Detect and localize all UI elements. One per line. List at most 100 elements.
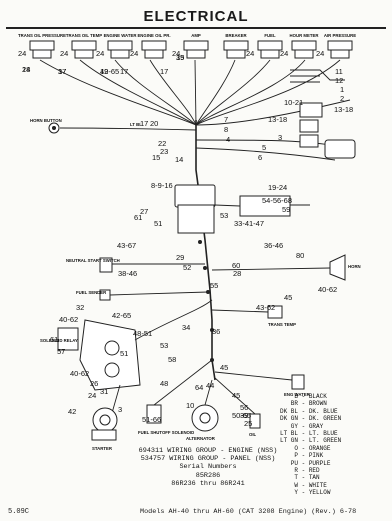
battery-relay-box	[79, 299, 213, 431]
legend-code: LT BL -	[280, 430, 309, 438]
wire-callout: 39	[240, 411, 248, 420]
gauge-terminal	[144, 49, 164, 59]
oil-label: OIL	[249, 432, 257, 437]
note-line: 86R236 thru 86R241	[171, 479, 245, 488]
legend-entry: R - RED	[280, 467, 341, 474]
gauge-callout: 24	[60, 49, 68, 58]
fuel-sender: FUEL SENDER	[76, 289, 209, 301]
gauge-terminal	[260, 49, 280, 59]
legend-color: LT. BLUE	[308, 430, 338, 438]
wire-callout: 51-66	[142, 415, 161, 424]
wire-callout: 10-21	[284, 98, 303, 107]
legend-color: BLACK	[308, 393, 327, 400]
note-line: 694311 WIRING GROUP - ENGINE (NSS)	[138, 447, 278, 455]
starter: STARTER	[91, 407, 118, 451]
legend-color: BROWN	[308, 400, 327, 408]
gauge-label: ENGINE OIL PR.	[137, 33, 170, 38]
wire-callout: 53	[160, 341, 168, 350]
legend-color: WHITE	[308, 481, 327, 489]
wire-callout: 17	[140, 119, 148, 128]
gauge-label: TRANS OIL TEMP	[66, 33, 102, 38]
wire-callout: 55	[210, 281, 218, 290]
wire-callout: 40-62	[70, 369, 89, 378]
wire-callout: 45	[232, 391, 240, 400]
wire-callout: 40-62	[59, 315, 78, 324]
trans-temp-label: TRANS TEMP	[268, 322, 296, 327]
legend-code: Y -	[280, 489, 309, 497]
legend-code: T -	[280, 474, 309, 482]
wire-callout: 13-18	[268, 115, 287, 124]
gauge-callout: 24	[18, 49, 26, 58]
wire-callout: 32	[76, 303, 84, 312]
wire-callout: 36	[212, 327, 220, 336]
models-footer: Models AH-40 thru AH-60 (CAT 3208 Engine…	[140, 508, 357, 516]
wire-callout: 50-65	[232, 411, 251, 420]
gauge-body	[327, 40, 353, 51]
wire-callout: 34	[182, 323, 190, 332]
wire-callout: 24	[88, 391, 96, 400]
wire-callout: 48-51	[133, 329, 152, 338]
horn-button: HORN BUTTON LT BL	[30, 118, 142, 134]
wire-callout: 51	[154, 219, 162, 228]
legend-code: W -	[280, 481, 309, 489]
title-rule	[6, 27, 386, 29]
wire-callout: 13-18	[334, 105, 353, 114]
legend-color: DK. GREEN	[308, 415, 342, 423]
trans-temp-sender: TRANS TEMP	[211, 305, 296, 327]
wire-callout: 15	[152, 153, 160, 162]
wire-callout: 10	[186, 401, 194, 410]
wire-callout: 18	[22, 65, 30, 74]
solenoid-relay-label: SOLENOID RELAY	[40, 338, 78, 343]
gauge-body	[223, 40, 249, 51]
legend-entry: T - TAN	[280, 474, 341, 481]
wire-callout: 38-46	[118, 269, 137, 278]
legend-color: YELLOW	[308, 489, 331, 497]
gauge: BREAKER	[223, 33, 249, 59]
wire-callout: 42	[68, 407, 76, 416]
legend-code: O -	[280, 444, 309, 452]
legend-entry: LT GN - LT. GREEN	[280, 437, 341, 444]
note-line: 85R286	[195, 471, 221, 480]
gauge-body	[71, 40, 97, 51]
gauge-callout: 24	[316, 49, 324, 58]
gauge-terminal	[226, 49, 246, 59]
gauge-terminal	[186, 49, 206, 59]
oil-sender: OIL	[214, 377, 261, 437]
wiring-notes: 694311 WIRING GROUP - ENGINE (NSS) 53475…	[128, 447, 288, 488]
legend-entry: DK GN - DK. GREEN	[280, 415, 341, 422]
wire-callout: 17	[160, 67, 168, 76]
gauge-callout: 24	[280, 49, 288, 58]
wire-callout: 33-41-47	[234, 219, 264, 228]
legend-entry: DK BL - DK. BLUE	[280, 408, 341, 415]
wire-callout: 20	[150, 119, 158, 128]
wire-callout: 44	[206, 381, 214, 390]
wire-callout: 56	[240, 403, 248, 412]
neutral-start-switch: NEUTRAL START SWITCH	[66, 257, 205, 273]
gauge-callout: 24	[172, 49, 180, 58]
wire-callout: 22	[158, 139, 166, 148]
wire-callout: 14	[175, 155, 183, 164]
wire-callout: 43-62	[256, 303, 275, 312]
gauge-body	[141, 40, 167, 51]
wire-callout: 57	[57, 347, 65, 356]
wire-callout: 53	[220, 211, 228, 220]
wire-callout: 48	[160, 379, 168, 388]
page-title: ELECTRICAL	[143, 8, 249, 25]
legend-code: P -	[280, 452, 309, 460]
legend-color: GRAY	[308, 422, 324, 430]
starter-label: STARTER	[92, 446, 113, 451]
wire-callout: 23	[160, 147, 168, 156]
legend-code: GY -	[280, 422, 309, 430]
harness-trunk	[195, 120, 216, 381]
wire-callout: 54-56-68	[262, 196, 292, 205]
connector-dots	[198, 240, 214, 362]
wire-callout: 11	[335, 67, 343, 76]
